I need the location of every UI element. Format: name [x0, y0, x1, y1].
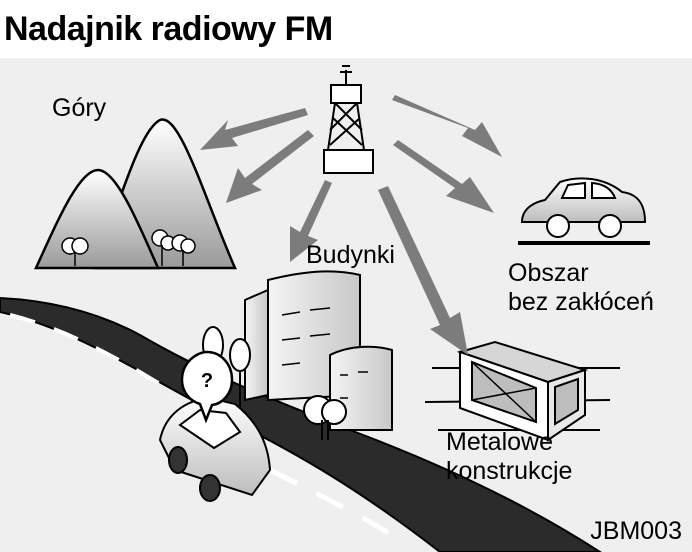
metal-structure-label-line1: Metalowe	[446, 428, 553, 456]
buildings-icon	[202, 270, 393, 440]
car-icon	[518, 177, 650, 245]
metal-structure-label-line2: konstrukcje	[446, 457, 573, 485]
question-bubble: ?	[180, 350, 234, 424]
page-title: Nadajnik radiowy FM	[4, 10, 333, 48]
radio-tower-icon	[323, 65, 374, 174]
mountains-label: Góry	[52, 94, 107, 122]
figure-code: JBM003	[590, 517, 682, 545]
mountains-icon	[34, 118, 237, 270]
signal-arrow-icon	[200, 95, 502, 355]
buildings-label: Budynki	[306, 241, 395, 269]
car-icon	[158, 396, 272, 502]
clear-area-label-line2: bez zakłóceń	[508, 288, 654, 316]
question-mark: ?	[201, 370, 213, 392]
clear-area-label-line1: Obszar	[508, 259, 589, 287]
metal-structure-icon	[424, 340, 620, 442]
